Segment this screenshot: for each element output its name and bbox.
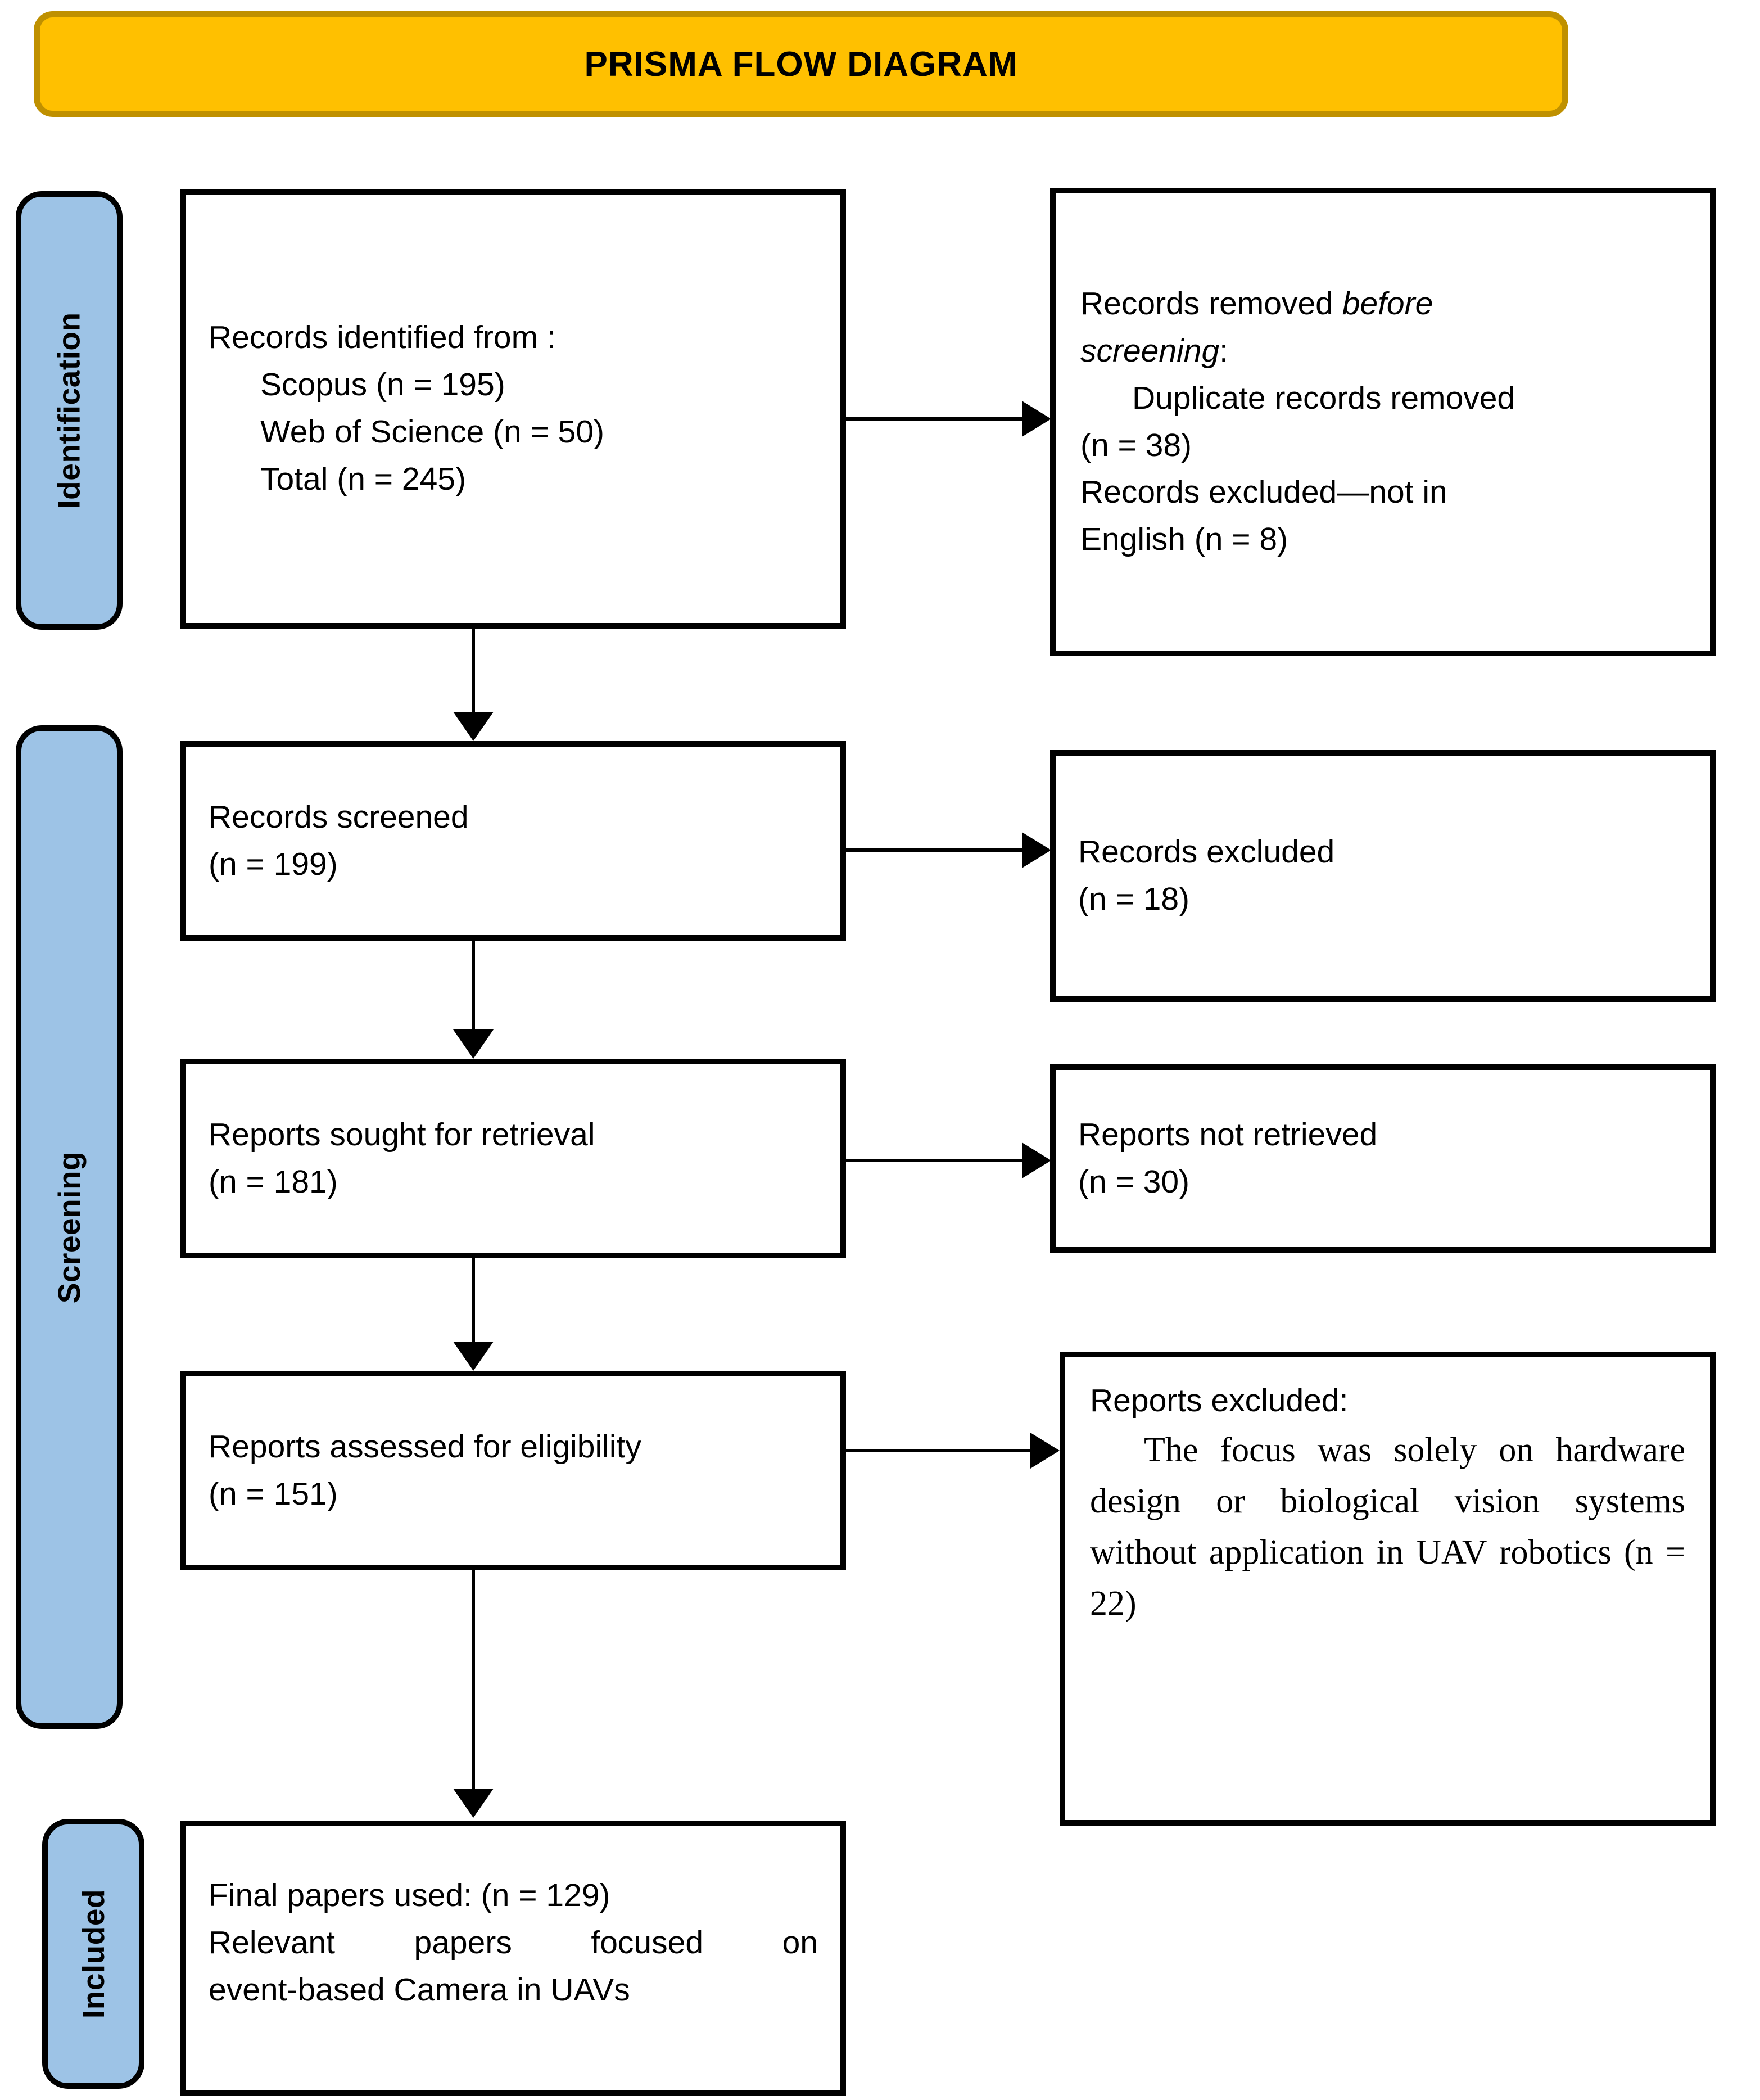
arrow-assessed-to-final [453, 1570, 494, 1818]
box-records-identified: Records identified from : Scopus (n = 19… [180, 189, 846, 629]
arrow-shaft [846, 1449, 1031, 1452]
stage-tab-identification: Identification [16, 191, 123, 630]
stage-tab-screening: Screening [16, 725, 123, 1729]
arrow-shaft [846, 848, 1023, 852]
arrow-shaft [472, 1258, 475, 1343]
records-removed-line-2-italic: screening [1080, 332, 1220, 369]
records-excluded-line-2: (n = 18) [1078, 881, 1190, 917]
records-removed-line-5: Records excluded—not in [1080, 474, 1447, 511]
arrow-shaft [472, 1570, 475, 1790]
stage-label-included: Included [76, 1889, 111, 2019]
records-excluded-line-1: Records excluded [1078, 834, 1335, 870]
arrow-sought-to-assessed [453, 1258, 494, 1371]
box-reports-sought: Reports sought for retrieval (n = 181) [180, 1059, 846, 1258]
reports-excluded-body: The focus was solely on hardware design … [1090, 1430, 1685, 1623]
arrow-sought-to-not-retrieved [846, 1142, 1051, 1178]
records-identified-line-2: Scopus (n = 195) [260, 367, 505, 403]
arrow-head [1022, 1142, 1051, 1178]
reports-sought-line-1: Reports sought for retrieval [209, 1116, 595, 1153]
final-papers-line-3: event-based Camera in UAVs [209, 1971, 630, 2008]
records-removed-line-1-text: Records removed [1080, 286, 1342, 322]
box-final-papers: Final papers used: (n = 129) Relevant pa… [180, 1821, 846, 2096]
arrow-head [453, 712, 494, 741]
final-papers-line-2: Relevant papers focused on [209, 1924, 818, 1961]
box-records-removed: Records removed before screening: Duplic… [1050, 188, 1716, 656]
reports-not-retrieved-line-1: Reports not retrieved [1078, 1116, 1378, 1153]
arrow-shaft [472, 629, 475, 713]
arrow-shaft [846, 1159, 1023, 1162]
records-removed-line-3: Duplicate records removed [1132, 380, 1515, 416]
records-removed-line-6: English (n = 8) [1080, 521, 1288, 558]
diagram-header-banner: PRISMA FLOW DIAGRAM [34, 11, 1568, 117]
box-records-excluded: Records excluded (n = 18) [1050, 750, 1716, 1002]
page-title: PRISMA FLOW DIAGRAM [584, 44, 1018, 84]
arrow-identified-to-removed [846, 401, 1051, 437]
reports-assessed-line-1: Reports assessed for eligibility [209, 1428, 641, 1465]
box-reports-assessed: Reports assessed for eligibility (n = 15… [180, 1371, 846, 1570]
records-removed-line-4: (n = 38) [1080, 427, 1192, 463]
arrow-head [1030, 1433, 1060, 1469]
arrow-shaft [472, 941, 475, 1031]
arrow-shaft [846, 417, 1023, 421]
stage-tab-included: Included [42, 1819, 144, 2089]
box-reports-not-retrieved: Reports not retrieved (n = 30) [1050, 1064, 1716, 1253]
reports-not-retrieved-line-2: (n = 30) [1078, 1163, 1190, 1200]
reports-sought-line-2: (n = 181) [209, 1163, 338, 1200]
records-screened-line-2: (n = 199) [209, 846, 338, 882]
arrow-head [453, 1029, 494, 1059]
arrow-head [1022, 401, 1051, 437]
records-screened-line-1: Records screened [209, 798, 469, 835]
box-reports-excluded: Reports excluded: The focus was solely o… [1060, 1352, 1716, 1826]
final-papers-line-1: Final papers used: (n = 129) [209, 1877, 610, 1913]
box-records-screened: Records screened (n = 199) [180, 741, 846, 941]
arrow-head [453, 1789, 494, 1818]
records-removed-line-2: screening: [1080, 328, 1685, 375]
records-removed-line-1: Records removed before [1080, 281, 1685, 328]
arrow-head [1022, 832, 1051, 868]
reports-assessed-line-2: (n = 151) [209, 1475, 338, 1512]
records-identified-line-1: Records identified from : [209, 319, 556, 356]
reports-excluded-heading: Reports excluded: [1090, 1383, 1349, 1419]
records-removed-line-1-italic: before [1342, 286, 1433, 322]
records-identified-line-3: Web of Science (n = 50) [260, 414, 605, 450]
arrow-identified-to-screened [453, 629, 494, 741]
arrow-screened-to-sought [453, 941, 494, 1059]
stage-label-identification: Identification [52, 312, 87, 509]
records-removed-line-2-suffix: : [1219, 332, 1228, 369]
arrow-screened-to-excluded [846, 832, 1051, 868]
arrow-assessed-to-excluded [846, 1433, 1060, 1469]
records-identified-line-4: Total (n = 245) [260, 460, 466, 497]
arrow-head [453, 1342, 494, 1371]
stage-label-screening: Screening [52, 1151, 87, 1303]
